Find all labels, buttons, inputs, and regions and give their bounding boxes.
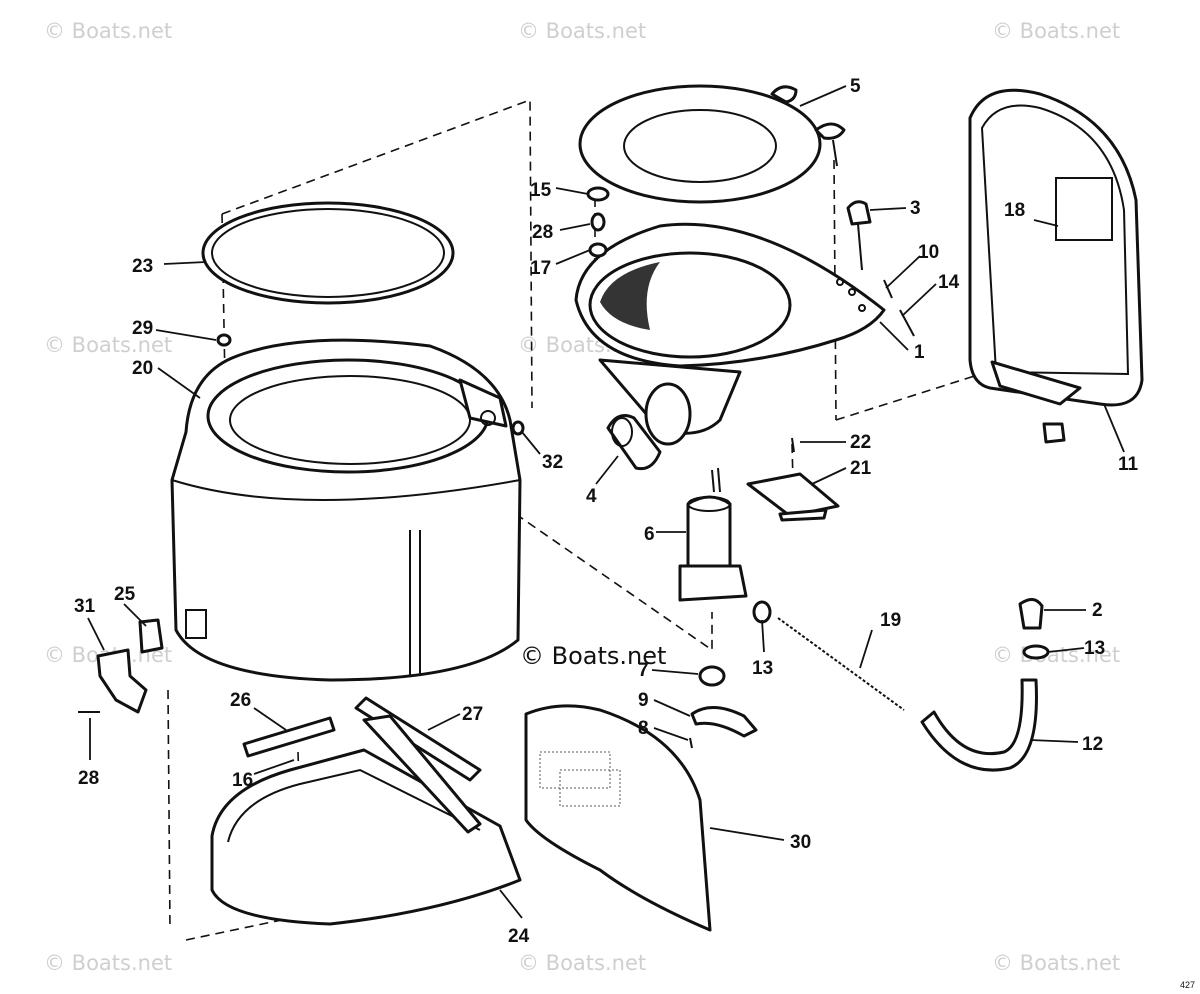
fitting-part-2 <box>752 598 1050 660</box>
callout-24: 24 <box>508 926 530 947</box>
lid-part-11 <box>968 88 1144 444</box>
seat-ring-part-5 <box>578 84 846 204</box>
spring-part-19 <box>777 617 905 711</box>
callout-22: 22 <box>850 432 871 453</box>
small-fittings-7-9-8 <box>689 665 758 749</box>
callout-3: 3 <box>910 198 921 219</box>
callout-30: 30 <box>790 832 811 853</box>
callout-23: 23 <box>132 256 153 277</box>
gasket-part-23 <box>201 201 455 305</box>
bowl-part-1 <box>574 222 886 446</box>
callout-21: 21 <box>850 458 872 479</box>
callout-13-clamp: 13 <box>752 658 773 679</box>
callout-15: 15 <box>530 180 552 201</box>
pump-part-6 <box>678 467 748 602</box>
knob-part-3 <box>846 200 915 337</box>
callout-7: 7 <box>638 660 649 681</box>
watermark-mid-left: © Boats.net <box>44 333 172 357</box>
panel-part-30 <box>524 704 712 932</box>
bracket-part-21 <box>746 437 840 522</box>
callout-18: 18 <box>1004 200 1025 221</box>
callout-28-left: 28 <box>78 768 99 789</box>
watermark-center: © Boats.net <box>520 642 666 670</box>
callout-labels: 1 2 3 4 5 6 7 8 9 10 11 12 13 13 14 15 1… <box>74 76 1139 947</box>
callout-12: 12 <box>1082 734 1103 755</box>
watermark-top-center: © Boats.net <box>518 19 646 43</box>
callout-25: 25 <box>114 584 136 605</box>
elbow-part-4 <box>606 414 662 471</box>
watermark-bottom-left: © Boats.net <box>44 951 172 975</box>
callout-1: 1 <box>914 342 925 363</box>
figure-code: 427 <box>1180 980 1195 990</box>
callout-2: 2 <box>1092 600 1103 621</box>
watermark-top-left: © Boats.net <box>44 19 172 43</box>
callout-5: 5 <box>850 76 861 97</box>
callout-29: 29 <box>132 318 153 339</box>
callout-31: 31 <box>74 596 96 617</box>
callout-8: 8 <box>638 718 649 739</box>
small-hardware <box>216 186 610 436</box>
watermark-lower-right: © Boats.net <box>992 643 1120 667</box>
latch-part-31 <box>78 618 164 714</box>
leader-lines <box>87 85 1125 919</box>
callout-9: 9 <box>638 690 649 711</box>
callout-13-washer: 13 <box>1084 638 1105 659</box>
hose-part-12 <box>920 678 1038 772</box>
callout-19: 19 <box>880 610 901 631</box>
callout-6: 6 <box>644 524 655 545</box>
callout-4: 4 <box>586 486 597 507</box>
callout-26: 26 <box>230 690 251 711</box>
tray-part-24 <box>210 714 522 926</box>
callout-11: 11 <box>1118 454 1139 475</box>
callout-27: 27 <box>462 704 483 725</box>
callout-32: 32 <box>542 452 563 473</box>
callout-17: 17 <box>530 258 551 279</box>
callout-16: 16 <box>232 770 253 791</box>
watermark-bottom-right: © Boats.net <box>992 951 1120 975</box>
callout-20: 20 <box>132 358 153 379</box>
callout-14: 14 <box>938 272 960 293</box>
watermark-bottom-center: © Boats.net <box>518 951 646 975</box>
housing-part-20 <box>170 338 522 682</box>
callout-28-top: 28 <box>532 222 553 243</box>
callout-10: 10 <box>918 242 939 263</box>
watermark-top-right: © Boats.net <box>992 19 1120 43</box>
